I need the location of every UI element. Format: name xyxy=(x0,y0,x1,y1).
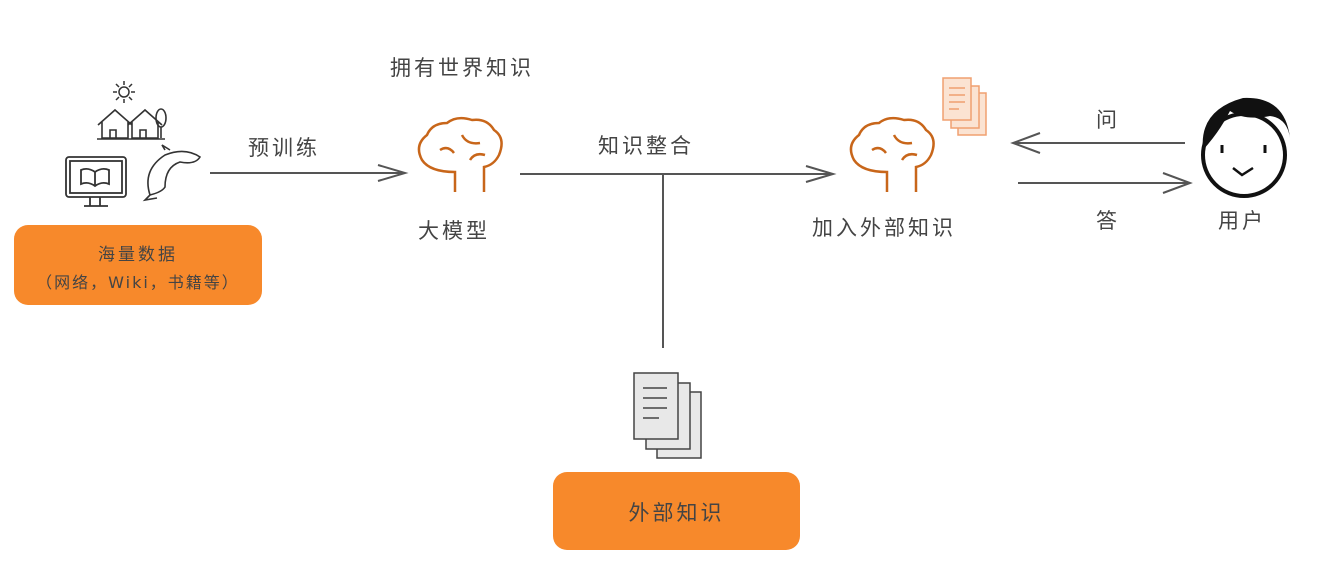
world-knowledge-label: 拥有世界知识 xyxy=(390,56,534,80)
external-knowledge-box: 外部知识 xyxy=(553,472,800,550)
user-label: 用户 xyxy=(1218,209,1266,233)
brain-augmented-icon xyxy=(849,116,935,192)
brain-icon xyxy=(417,116,503,192)
monitor-book-icon xyxy=(65,156,127,207)
ask-label: 问 xyxy=(1096,108,1120,132)
data-source-box: 海量数据 （网络，Wiki，书籍等） xyxy=(14,225,262,305)
pretrain-arrow xyxy=(210,164,409,182)
llm-label: 大模型 xyxy=(418,219,490,243)
integrate-arrow xyxy=(520,165,837,348)
documents-orange-icon xyxy=(942,77,987,136)
sun-icon xyxy=(113,81,135,103)
integrate-label: 知识整合 xyxy=(598,134,694,158)
data-source-title: 海量数据 xyxy=(98,245,178,265)
answer-label: 答 xyxy=(1096,209,1120,233)
houses-icon xyxy=(97,108,167,140)
whale-icon xyxy=(142,144,202,202)
documents-gray-icon xyxy=(633,372,702,459)
answer-arrow xyxy=(1018,172,1193,194)
ask-arrow xyxy=(1010,132,1185,154)
pretrain-label: 预训练 xyxy=(248,136,320,160)
external-knowledge-label: 外部知识 xyxy=(628,501,725,525)
user-avatar-icon xyxy=(1201,97,1290,198)
augmented-llm-label: 加入外部知识 xyxy=(812,216,956,240)
data-source-subtitle: （网络，Wiki，书籍等） xyxy=(36,273,240,292)
